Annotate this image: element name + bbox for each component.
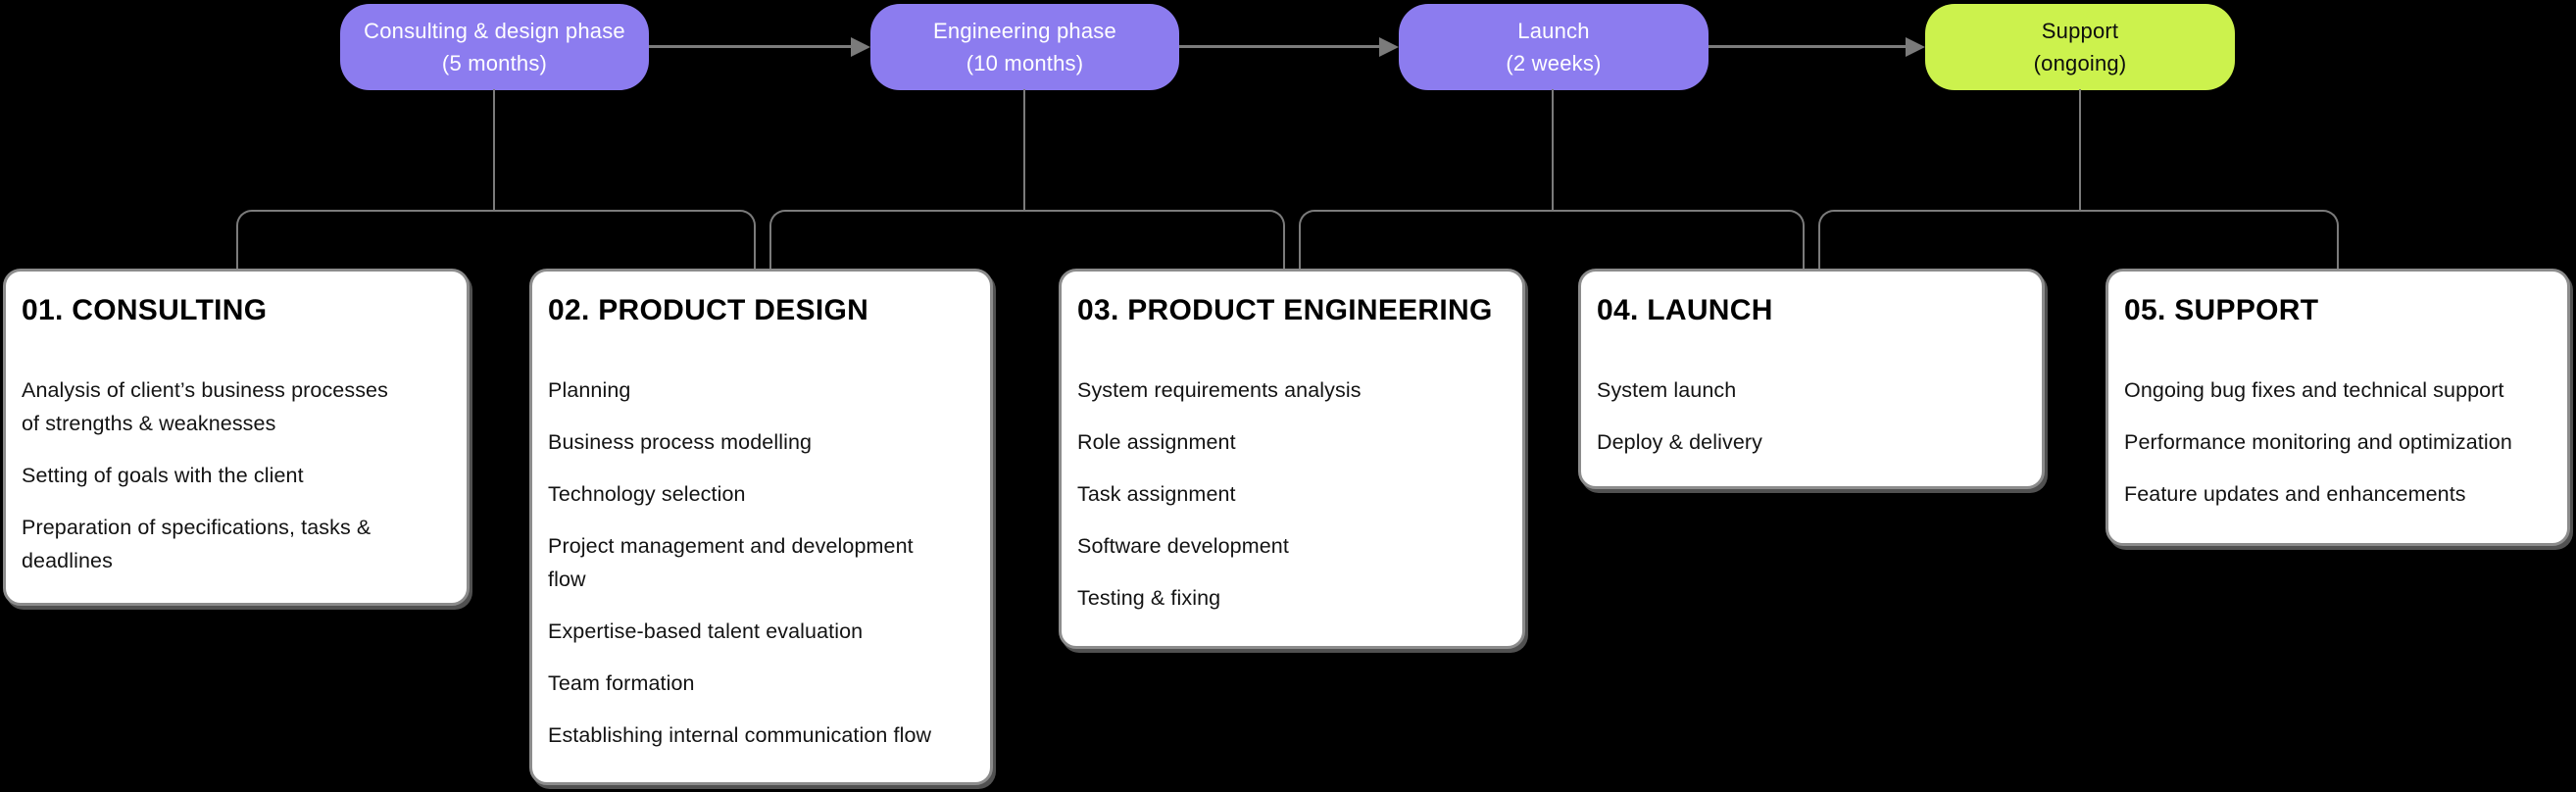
phase-duration: (10 months) <box>966 51 1084 75</box>
list-item: Ongoing bug fixes and technical support <box>2124 378 2504 402</box>
phase-duration: (2 weeks) <box>1506 51 1602 75</box>
list-item: Planning <box>548 378 631 402</box>
list-item: Testing & fixing <box>1077 586 1221 610</box>
card-product-design: 02. PRODUCT DESIGN Planning Business pro… <box>529 269 993 785</box>
arrow-line-3 <box>1709 45 1907 48</box>
list-item: Team formation <box>548 671 695 695</box>
phase-node-support: Support (ongoing) <box>1925 4 2235 90</box>
phase-label: Engineering phase <box>933 19 1116 43</box>
phase-label: Launch <box>1517 19 1590 43</box>
connector-drop-4 <box>2079 89 2081 211</box>
card-title: 02. PRODUCT DESIGN <box>548 294 869 326</box>
list-item: Task assignment <box>1077 482 1236 506</box>
list-item: Deploy & delivery <box>1597 430 1762 454</box>
arrow-line-2 <box>1179 45 1380 48</box>
card-title: 01. CONSULTING <box>22 294 268 326</box>
connector-drop-1 <box>493 89 495 211</box>
card-title: 05. SUPPORT <box>2124 294 2319 326</box>
arrow-line-1 <box>649 45 852 48</box>
card-title: 04. LAUNCH <box>1597 294 1773 326</box>
connector-bracket-4 <box>1818 210 2339 270</box>
list-item: Project management and development flow <box>548 534 914 591</box>
list-item: Preparation of specifications, tasks & d… <box>22 516 372 572</box>
connector-drop-2 <box>1023 89 1025 211</box>
list-item: Setting of goals with the client <box>22 464 304 487</box>
list-item: Business process modelling <box>548 430 813 454</box>
connector-bracket-3 <box>1299 210 1805 270</box>
list-item: Establishing internal communication flow <box>548 723 932 747</box>
phase-node-consulting-design: Consulting & design phase (5 months) <box>340 4 649 90</box>
card-launch: 04. LAUNCH System launch Deploy & delive… <box>1578 269 2045 489</box>
phase-node-launch: Launch (2 weeks) <box>1399 4 1709 90</box>
card-consulting: 01. CONSULTING Analysis of client’s busi… <box>3 269 470 606</box>
card-item-list: Planning Business process modelling Tech… <box>548 373 974 752</box>
phase-label: Support <box>2041 19 2119 43</box>
card-item-list: Ongoing bug fixes and technical support … <box>2124 373 2551 511</box>
list-item: Expertise-based talent evaluation <box>548 619 864 643</box>
arrow-head-icon <box>851 37 870 57</box>
list-item: Performance monitoring and optimization <box>2124 430 2512 454</box>
list-item: Technology selection <box>548 482 746 506</box>
phase-duration: (ongoing) <box>2033 51 2127 75</box>
card-product-engineering: 03. PRODUCT ENGINEERING System requireme… <box>1059 269 1525 649</box>
list-item: Feature updates and enhancements <box>2124 482 2466 506</box>
list-item: System launch <box>1597 378 1737 402</box>
arrow-head-icon <box>1379 37 1399 57</box>
phase-label: Consulting & design phase <box>364 19 625 43</box>
card-title: 03. PRODUCT ENGINEERING <box>1077 294 1493 326</box>
phase-node-engineering: Engineering phase (10 months) <box>870 4 1179 90</box>
connector-drop-3 <box>1552 89 1554 211</box>
card-item-list: System launch Deploy & delivery <box>1597 373 2026 459</box>
list-item: Software development <box>1077 534 1289 558</box>
list-item: Analysis of client’s business processes … <box>22 378 388 435</box>
connector-bracket-2 <box>769 210 1285 270</box>
card-item-list: Analysis of client’s business processes … <box>22 373 451 577</box>
card-support: 05. SUPPORT Ongoing bug fixes and techni… <box>2105 269 2570 546</box>
connector-bracket-1 <box>236 210 756 270</box>
arrow-head-icon <box>1906 37 1925 57</box>
list-item: System requirements analysis <box>1077 378 1362 402</box>
card-item-list: System requirements analysis Role assign… <box>1077 373 1507 615</box>
list-item: Role assignment <box>1077 430 1236 454</box>
phase-duration: (5 months) <box>441 51 548 75</box>
